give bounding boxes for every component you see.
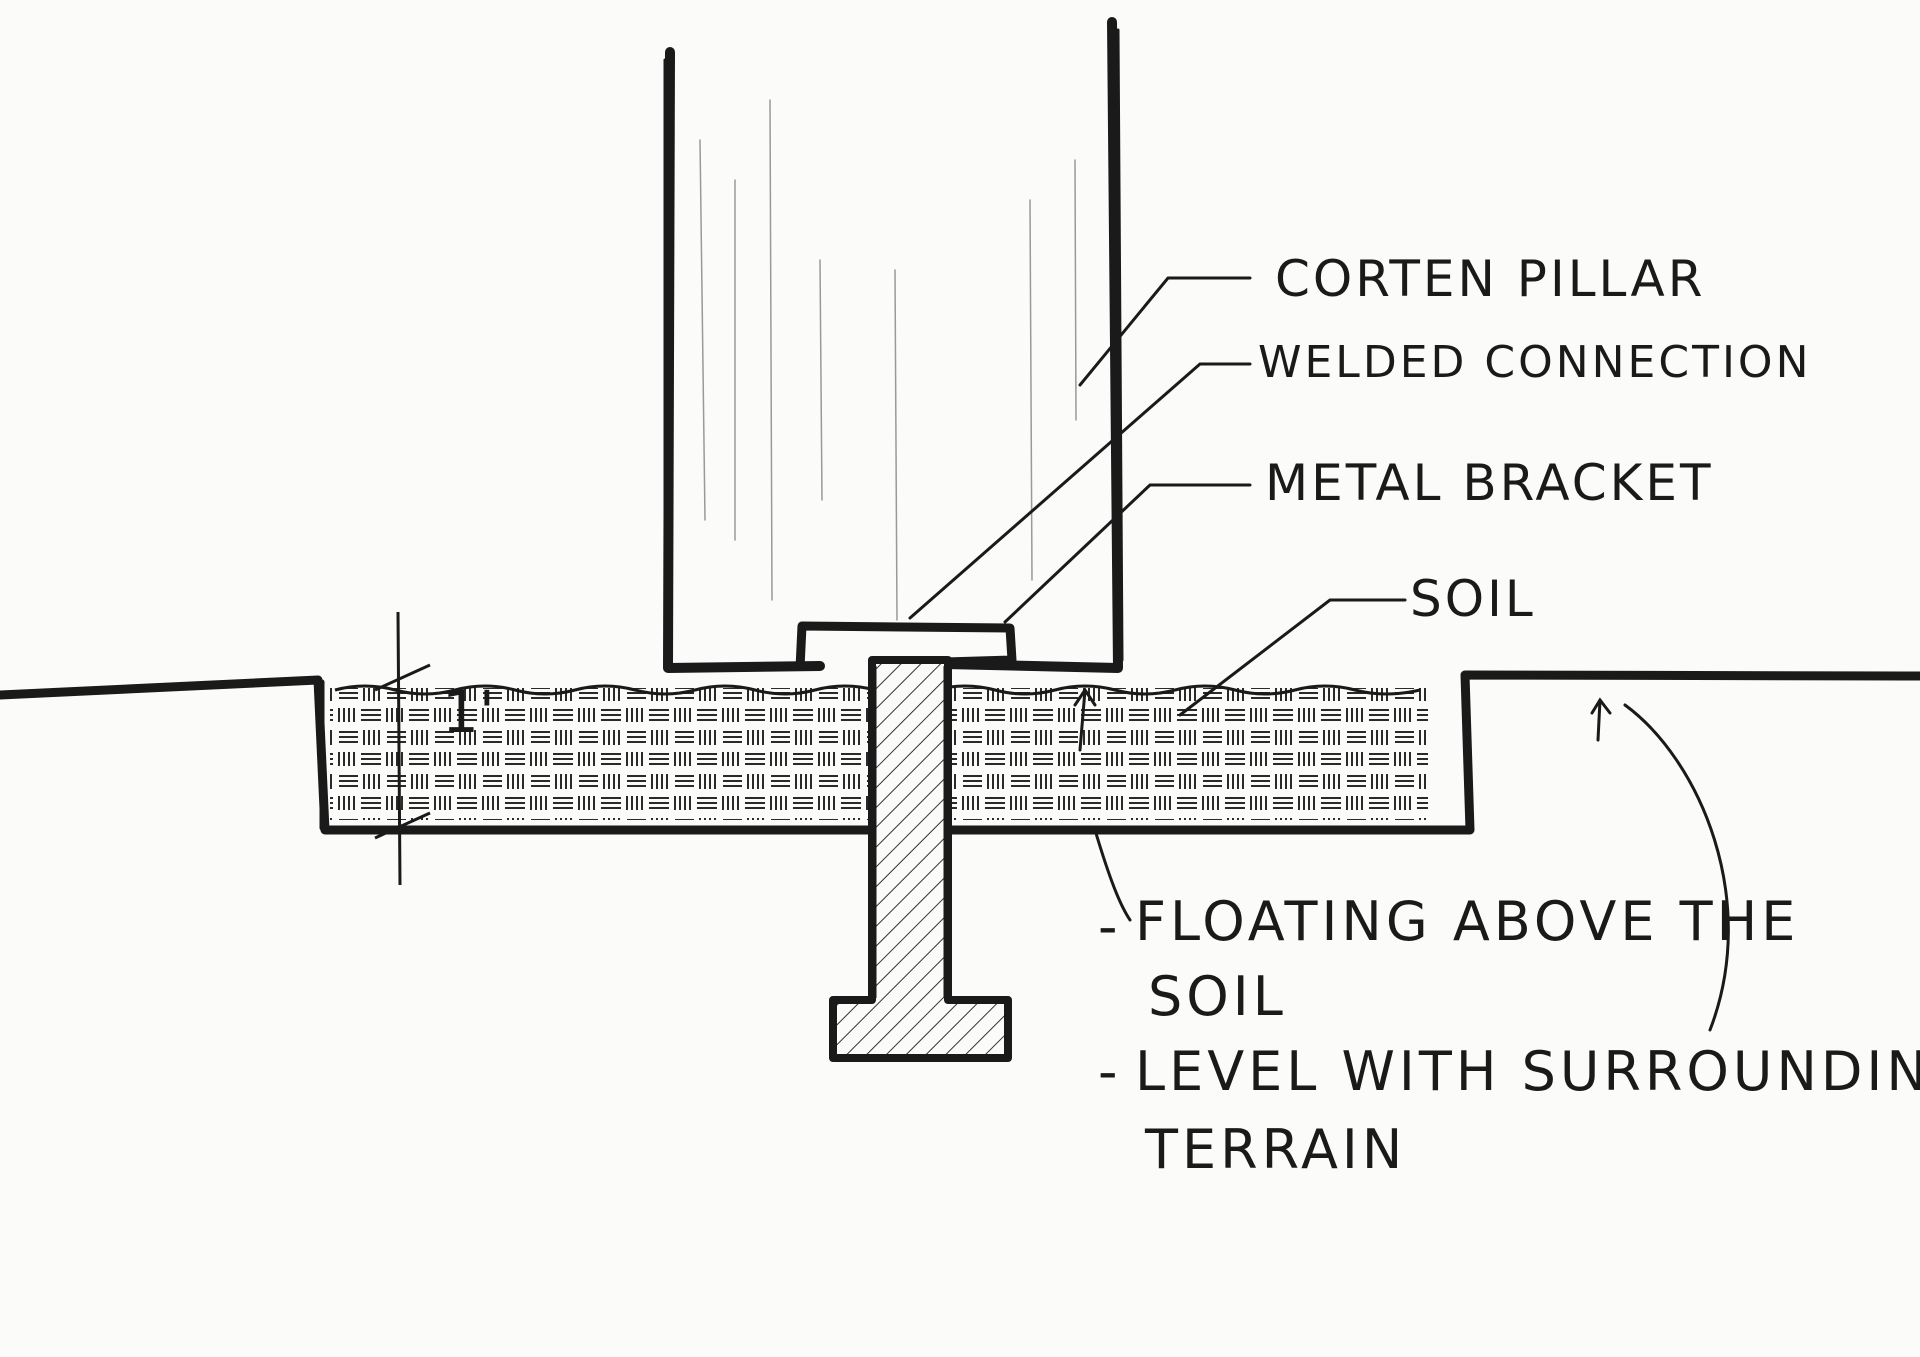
leader-floating-tail xyxy=(1093,828,1132,922)
leader-level-arc xyxy=(1623,703,1730,1032)
corten-pillar xyxy=(663,17,1124,673)
metal-bracket xyxy=(795,621,1017,669)
label-metal-bracket: METAL BRACKET xyxy=(1265,454,1714,512)
note-line: TERRAIN xyxy=(1144,1118,1406,1181)
note-level: - LEVEL WITH SURROUNDING TERRAIN xyxy=(1098,1040,1920,1181)
dimension-marker xyxy=(374,611,431,886)
leader-floating xyxy=(1073,687,1097,752)
dimension-label: 1' xyxy=(442,678,495,746)
leader-lines xyxy=(908,276,1730,1032)
note-floating: - FLOATING ABOVE THE SOIL xyxy=(1098,890,1799,1028)
note-line: LEVEL WITH SURROUNDING xyxy=(1135,1040,1920,1103)
note-dash: - xyxy=(1098,1040,1122,1103)
label-soil: SOIL xyxy=(1410,570,1536,628)
leader-soil xyxy=(1178,598,1407,717)
leader-welded-connection xyxy=(908,362,1252,620)
note-line: FLOATING ABOVE THE xyxy=(1135,890,1799,953)
leader-metal-bracket xyxy=(1003,483,1252,624)
label-corten-pillar: CORTEN PILLAR xyxy=(1275,250,1706,308)
note-line: SOIL xyxy=(1148,965,1287,1028)
post-footing xyxy=(829,656,1012,1062)
leader-corten-pillar xyxy=(1078,276,1252,387)
leader-level xyxy=(1590,697,1612,742)
label-welded-connection: WELDED CONNECTION xyxy=(1258,337,1811,388)
note-dash: - xyxy=(1098,895,1122,958)
